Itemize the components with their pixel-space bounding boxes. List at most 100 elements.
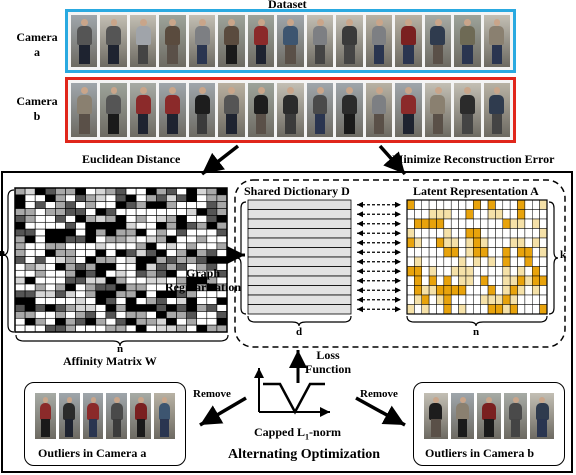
latent-cell (450, 256, 459, 267)
affinity-cell (55, 283, 66, 292)
affinity-cell (34, 235, 46, 244)
camera-a-image-strip (65, 9, 516, 73)
affinity-cell (95, 228, 107, 237)
affinity-cell (135, 215, 147, 223)
dictionary-row (247, 199, 352, 210)
affinity-cell (65, 304, 76, 312)
affinity-cell (186, 235, 198, 244)
affinity-cell (65, 235, 76, 244)
affinity-cell (44, 256, 56, 264)
affinity-cell (115, 221, 127, 230)
dictionary-row (247, 218, 352, 229)
affinity-cell (125, 324, 137, 333)
affinity-cell (156, 187, 167, 196)
affinity-cell (85, 228, 97, 237)
latent-cell (480, 228, 489, 239)
alternating-optimization-label: Alternating Optimization (228, 447, 381, 462)
latent-cell (509, 218, 518, 229)
pedestrian-image (424, 83, 452, 137)
affinity-cell (166, 242, 177, 251)
latent-cell (509, 294, 518, 305)
affinity-cell (75, 235, 86, 244)
affinity-cell (95, 215, 107, 223)
affinity-cell (55, 256, 66, 264)
latent-cell (428, 304, 437, 315)
latent-cell (524, 247, 533, 258)
outliers-camera-b-box: Outliers in Camera b (413, 382, 565, 466)
latent-cell (443, 275, 452, 286)
latent-cell (532, 256, 540, 267)
latent-cell (436, 294, 445, 305)
latent-cell (487, 304, 496, 315)
affinity-cell (145, 269, 157, 278)
affinity-cell (34, 228, 46, 237)
affinity-cell (14, 297, 26, 305)
latent-cell (480, 237, 489, 248)
latent-cell (458, 285, 467, 296)
affinity-cell (55, 215, 66, 223)
latent-cell (539, 228, 548, 239)
affinity-cell (115, 283, 127, 292)
affinity-cell (55, 208, 66, 216)
affinity-cell (24, 228, 36, 237)
affinity-cell (135, 311, 147, 319)
affinity-cell (125, 187, 137, 196)
affinity-cell (135, 208, 147, 216)
affinity-cell (24, 276, 36, 285)
latent-cell (406, 247, 415, 258)
affinity-cell (186, 317, 198, 326)
latent-cell (487, 218, 496, 229)
affinity-cell (135, 235, 147, 244)
affinity-cell (95, 249, 107, 257)
affinity-cell (44, 311, 56, 319)
latent-cell (509, 237, 518, 248)
affinity-cell (206, 208, 218, 216)
affinity-cell (14, 324, 26, 333)
capped-l1-norm-label: Capped L1-norm (254, 425, 341, 441)
affinity-cell (44, 324, 56, 333)
affinity-cell (24, 221, 36, 230)
affinity-cell (115, 215, 127, 223)
affinity-cell (216, 242, 228, 251)
latent-cell (495, 237, 504, 248)
affinity-cell (55, 317, 66, 326)
affinity-cell (196, 311, 208, 319)
affinity-cell (85, 208, 97, 216)
affinity-cell (95, 317, 107, 326)
affinity-cell (55, 194, 66, 203)
camera-a-label-line1: Camera (16, 30, 58, 44)
latent-cell (443, 285, 452, 296)
affinity-cell (156, 235, 167, 244)
remove-left-arrow (199, 396, 247, 427)
latent-cell (414, 266, 422, 277)
affinity-cell (44, 215, 56, 223)
latent-cell (539, 294, 548, 305)
latent-cell (509, 209, 518, 220)
affinity-cell (156, 249, 167, 257)
latent-cell (532, 285, 540, 296)
affinity-cell (156, 242, 167, 251)
camera-a-label: Camera a (12, 30, 62, 60)
pedestrian-image (424, 393, 448, 439)
graph-regularization-line1: Graph (185, 266, 220, 280)
latent-cell (473, 228, 481, 239)
latent-n-label: n (473, 326, 480, 338)
affinity-cell (65, 215, 76, 223)
latent-cell (524, 266, 533, 277)
affinity-cell (176, 242, 187, 251)
latent-cell (524, 237, 533, 248)
affinity-cell (176, 317, 187, 326)
latent-representation-matrix (406, 199, 548, 315)
affinity-cell (14, 283, 26, 292)
affinity-cell (55, 263, 66, 271)
affinity-cell (24, 215, 36, 223)
affinity-cell (95, 290, 107, 299)
dataset-title: Dataset (268, 0, 307, 11)
affinity-cell (186, 324, 198, 333)
affinity-cell (55, 311, 66, 319)
affinity-cell (206, 311, 218, 319)
affinity-cell (65, 290, 76, 299)
affinity-cell (44, 290, 56, 299)
affinity-cell (105, 221, 117, 230)
pedestrian-image (129, 83, 157, 137)
